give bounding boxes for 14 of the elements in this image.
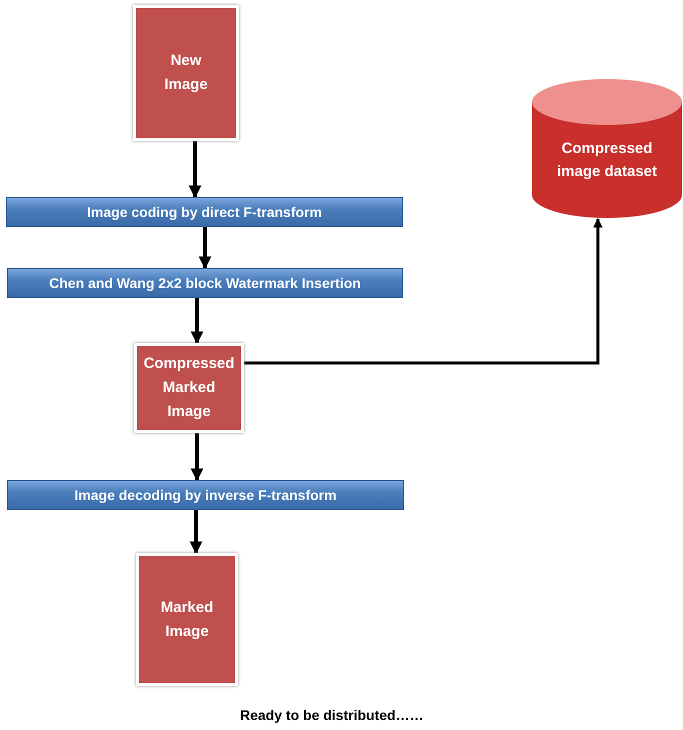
arrow	[244, 218, 603, 364]
arrow	[190, 433, 204, 482]
process-bar: Image coding by direct F-transform	[6, 197, 403, 227]
process-bar: Chen and Wang 2x2 block Watermark Insertion	[7, 268, 403, 298]
arrow	[198, 227, 212, 270]
caption-text: Ready to be distributed……	[240, 707, 424, 723]
arrow	[190, 510, 202, 554]
node-label: Compressed image dataset	[556, 138, 658, 182]
image-box: Compressed Marked Image	[134, 343, 244, 433]
image-box: Marked Image	[136, 553, 238, 686]
arrow	[190, 298, 204, 344]
process-bar: Image decoding by inverse F-transform	[7, 480, 404, 510]
arrow	[188, 141, 202, 198]
image-box: New Image	[133, 5, 239, 141]
